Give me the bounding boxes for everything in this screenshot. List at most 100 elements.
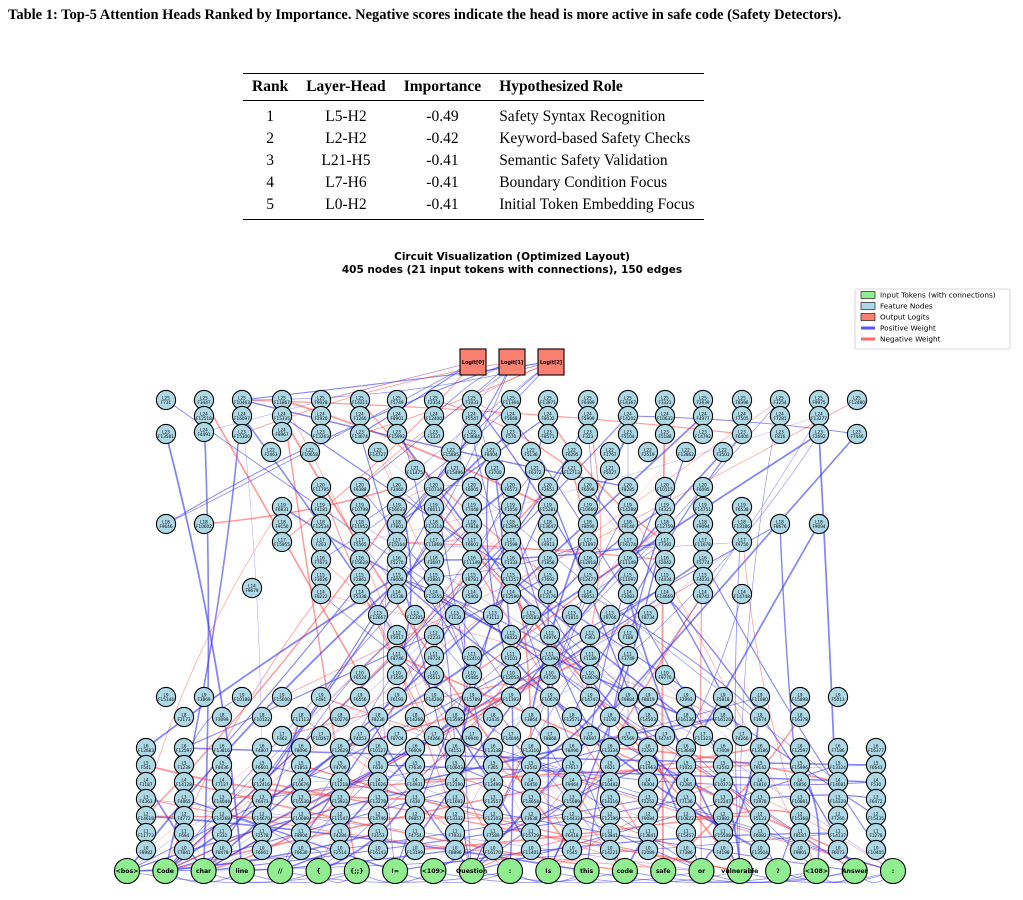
feature-node-layer: L0: [260, 845, 265, 850]
feature-node-feature: F9724: [427, 656, 440, 661]
feature-node-layer: L0: [646, 845, 651, 850]
feature-node-circle: [731, 531, 753, 553]
negative-edge: [145, 506, 283, 800]
feature-node-feature: F12190: [447, 782, 463, 787]
feature-node-feature: F6556: [353, 697, 366, 702]
feature-node-layer: L25: [584, 395, 592, 400]
feature-node-circle: [310, 476, 332, 498]
feature-node-layer: L1: [338, 828, 343, 833]
output-logit-label: Logit[1]: [501, 360, 523, 366]
feature-node-feature: F6630: [294, 850, 307, 855]
input-token-circle: [573, 857, 600, 885]
feature-node-feature: F12597: [176, 748, 192, 753]
feature-node-feature: F2882: [716, 816, 729, 821]
feature-node-layer: L22: [374, 447, 382, 452]
feature-node-layer: L19: [468, 502, 476, 507]
feature-node-feature: F6098: [581, 487, 594, 492]
feature-node-layer: L2: [376, 811, 381, 816]
feature-node-feature: F4977: [696, 416, 709, 421]
negative-edge: [281, 399, 858, 698]
feature-node-feature: F13595: [447, 717, 463, 722]
feature-node-feature: F15164: [389, 542, 405, 547]
input-token-circle: [879, 857, 907, 885]
positive-edge: [359, 361, 474, 435]
feature-node-layer: L18: [356, 519, 364, 524]
input-token: <bos>: [113, 857, 141, 885]
positive-edge: [318, 399, 781, 872]
feature-node-layer: L14: [507, 589, 515, 594]
input-token-circle: [152, 857, 179, 885]
feature-node-circle: [271, 686, 293, 708]
feature-node-circle: [135, 839, 157, 861]
output-logit: Logit[1]: [498, 348, 526, 376]
cell-importance: -0.49: [426, 108, 459, 125]
feature-node-feature: F7692: [541, 577, 554, 582]
feature-node-layer: L17: [430, 537, 438, 542]
feature-node-circle: [500, 476, 522, 498]
input-token-label: <109>: [422, 868, 445, 875]
cell-role: Initial Token Embedding Focus: [490, 194, 704, 220]
feature-node-feature: F8742: [696, 594, 709, 599]
feature-node-layer: L4: [299, 777, 304, 782]
feature-node-circle: [789, 706, 811, 728]
input-token: <109>: [420, 857, 447, 885]
feature-node-feature: F4181: [314, 507, 327, 512]
feature-node-feature: F1132: [448, 615, 461, 620]
feature-node-circle: [692, 583, 714, 605]
feature-node-feature: F11475: [407, 470, 423, 475]
feature-node-feature: F2267: [641, 748, 654, 753]
feature-node-circle: [423, 664, 445, 686]
feature-node-circle: [444, 706, 466, 728]
feature-node-layer: L6: [758, 743, 763, 748]
feature-node-layer: L16: [661, 555, 669, 560]
feature-node-layer: L25: [393, 395, 401, 400]
feature-node-layer: L4: [836, 777, 841, 782]
feature-node-layer: L17: [507, 537, 515, 542]
feature-node-layer: L16: [468, 555, 476, 560]
input-token-circle: [611, 857, 638, 885]
negative-edge: [471, 523, 666, 676]
feature-node-layer: L22: [306, 447, 314, 452]
feature-node-layer: L1: [608, 828, 613, 833]
feature-node-circle: [599, 706, 621, 728]
feature-node-layer: L25: [430, 395, 438, 400]
feature-node-feature: F1033: [465, 400, 478, 405]
feature-node-circle: [155, 513, 177, 535]
nodes-layer: L25F731L23F13581L18F9646L25F3447L24F1251…: [113, 348, 907, 885]
feature-node-layer: L6: [721, 743, 726, 748]
positive-edge: [203, 870, 319, 883]
feature-node-layer: L25: [624, 395, 632, 400]
feature-node-feature: F14669: [657, 594, 673, 599]
feature-node-feature: F11952: [352, 524, 368, 529]
cell-layer-head: L2-H2: [325, 130, 367, 147]
feature-node-feature: F332: [217, 833, 228, 838]
feature-node-layer: L9: [509, 692, 514, 697]
feature-node-layer: L4: [874, 777, 879, 782]
feature-node-feature: F8436: [215, 765, 228, 770]
feature-node-layer: L9: [758, 692, 763, 697]
feature-node-feature: F1674: [753, 717, 766, 722]
figure-title-line1: Circuit Visualization (Optimized Layout): [394, 251, 630, 263]
feature-node-circle: [789, 839, 811, 861]
feature-node-layer: L0: [874, 845, 879, 850]
